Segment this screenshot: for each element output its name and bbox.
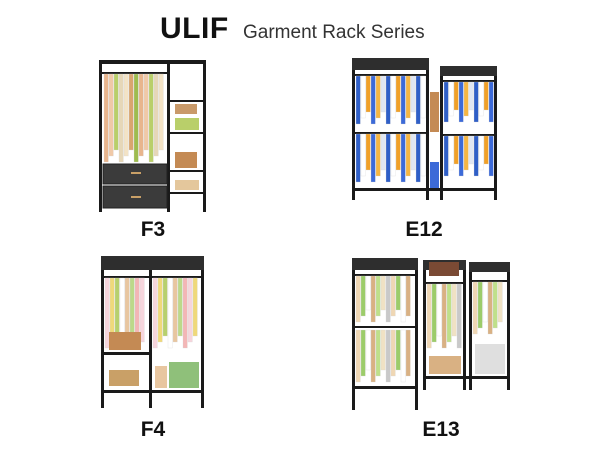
product-f4[interactable] [97,250,209,410]
rack-image-f3 [99,60,206,212]
model-label-f3: F3 [140,218,166,241]
series-subtitle: Garment Rack Series [243,22,425,43]
rack-image-e13 [352,258,510,410]
rack-image-f4 [101,256,204,408]
product-e12[interactable] [348,52,500,202]
brand-title: ULIF [160,12,229,45]
product-e13[interactable] [347,248,515,413]
header: ULIF Garment Rack Series [0,12,600,46]
rack-image-e12 [352,58,497,200]
model-label-e12: E12 [405,218,443,241]
model-label-e13: E13 [422,418,460,441]
product-f3[interactable] [95,52,210,214]
model-label-f4: F4 [140,418,166,441]
